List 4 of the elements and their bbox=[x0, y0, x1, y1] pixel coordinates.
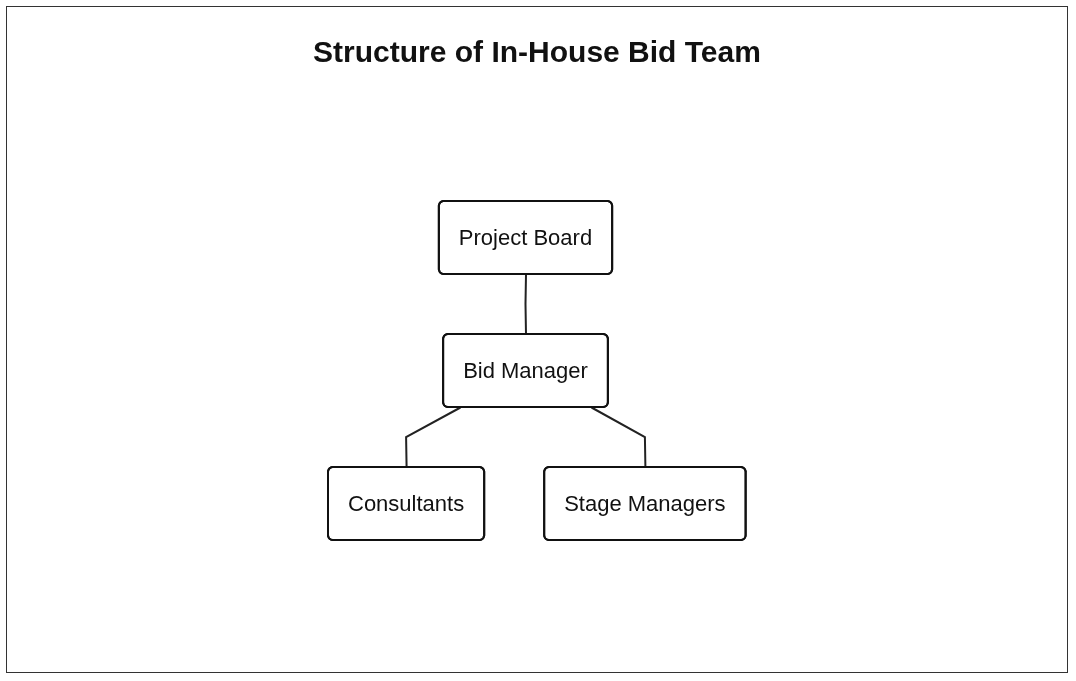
connector bbox=[524, 273, 528, 336]
connector bbox=[590, 406, 647, 469]
diagram-title: Structure of In-House Bid Team bbox=[313, 35, 761, 69]
connector bbox=[405, 406, 462, 469]
